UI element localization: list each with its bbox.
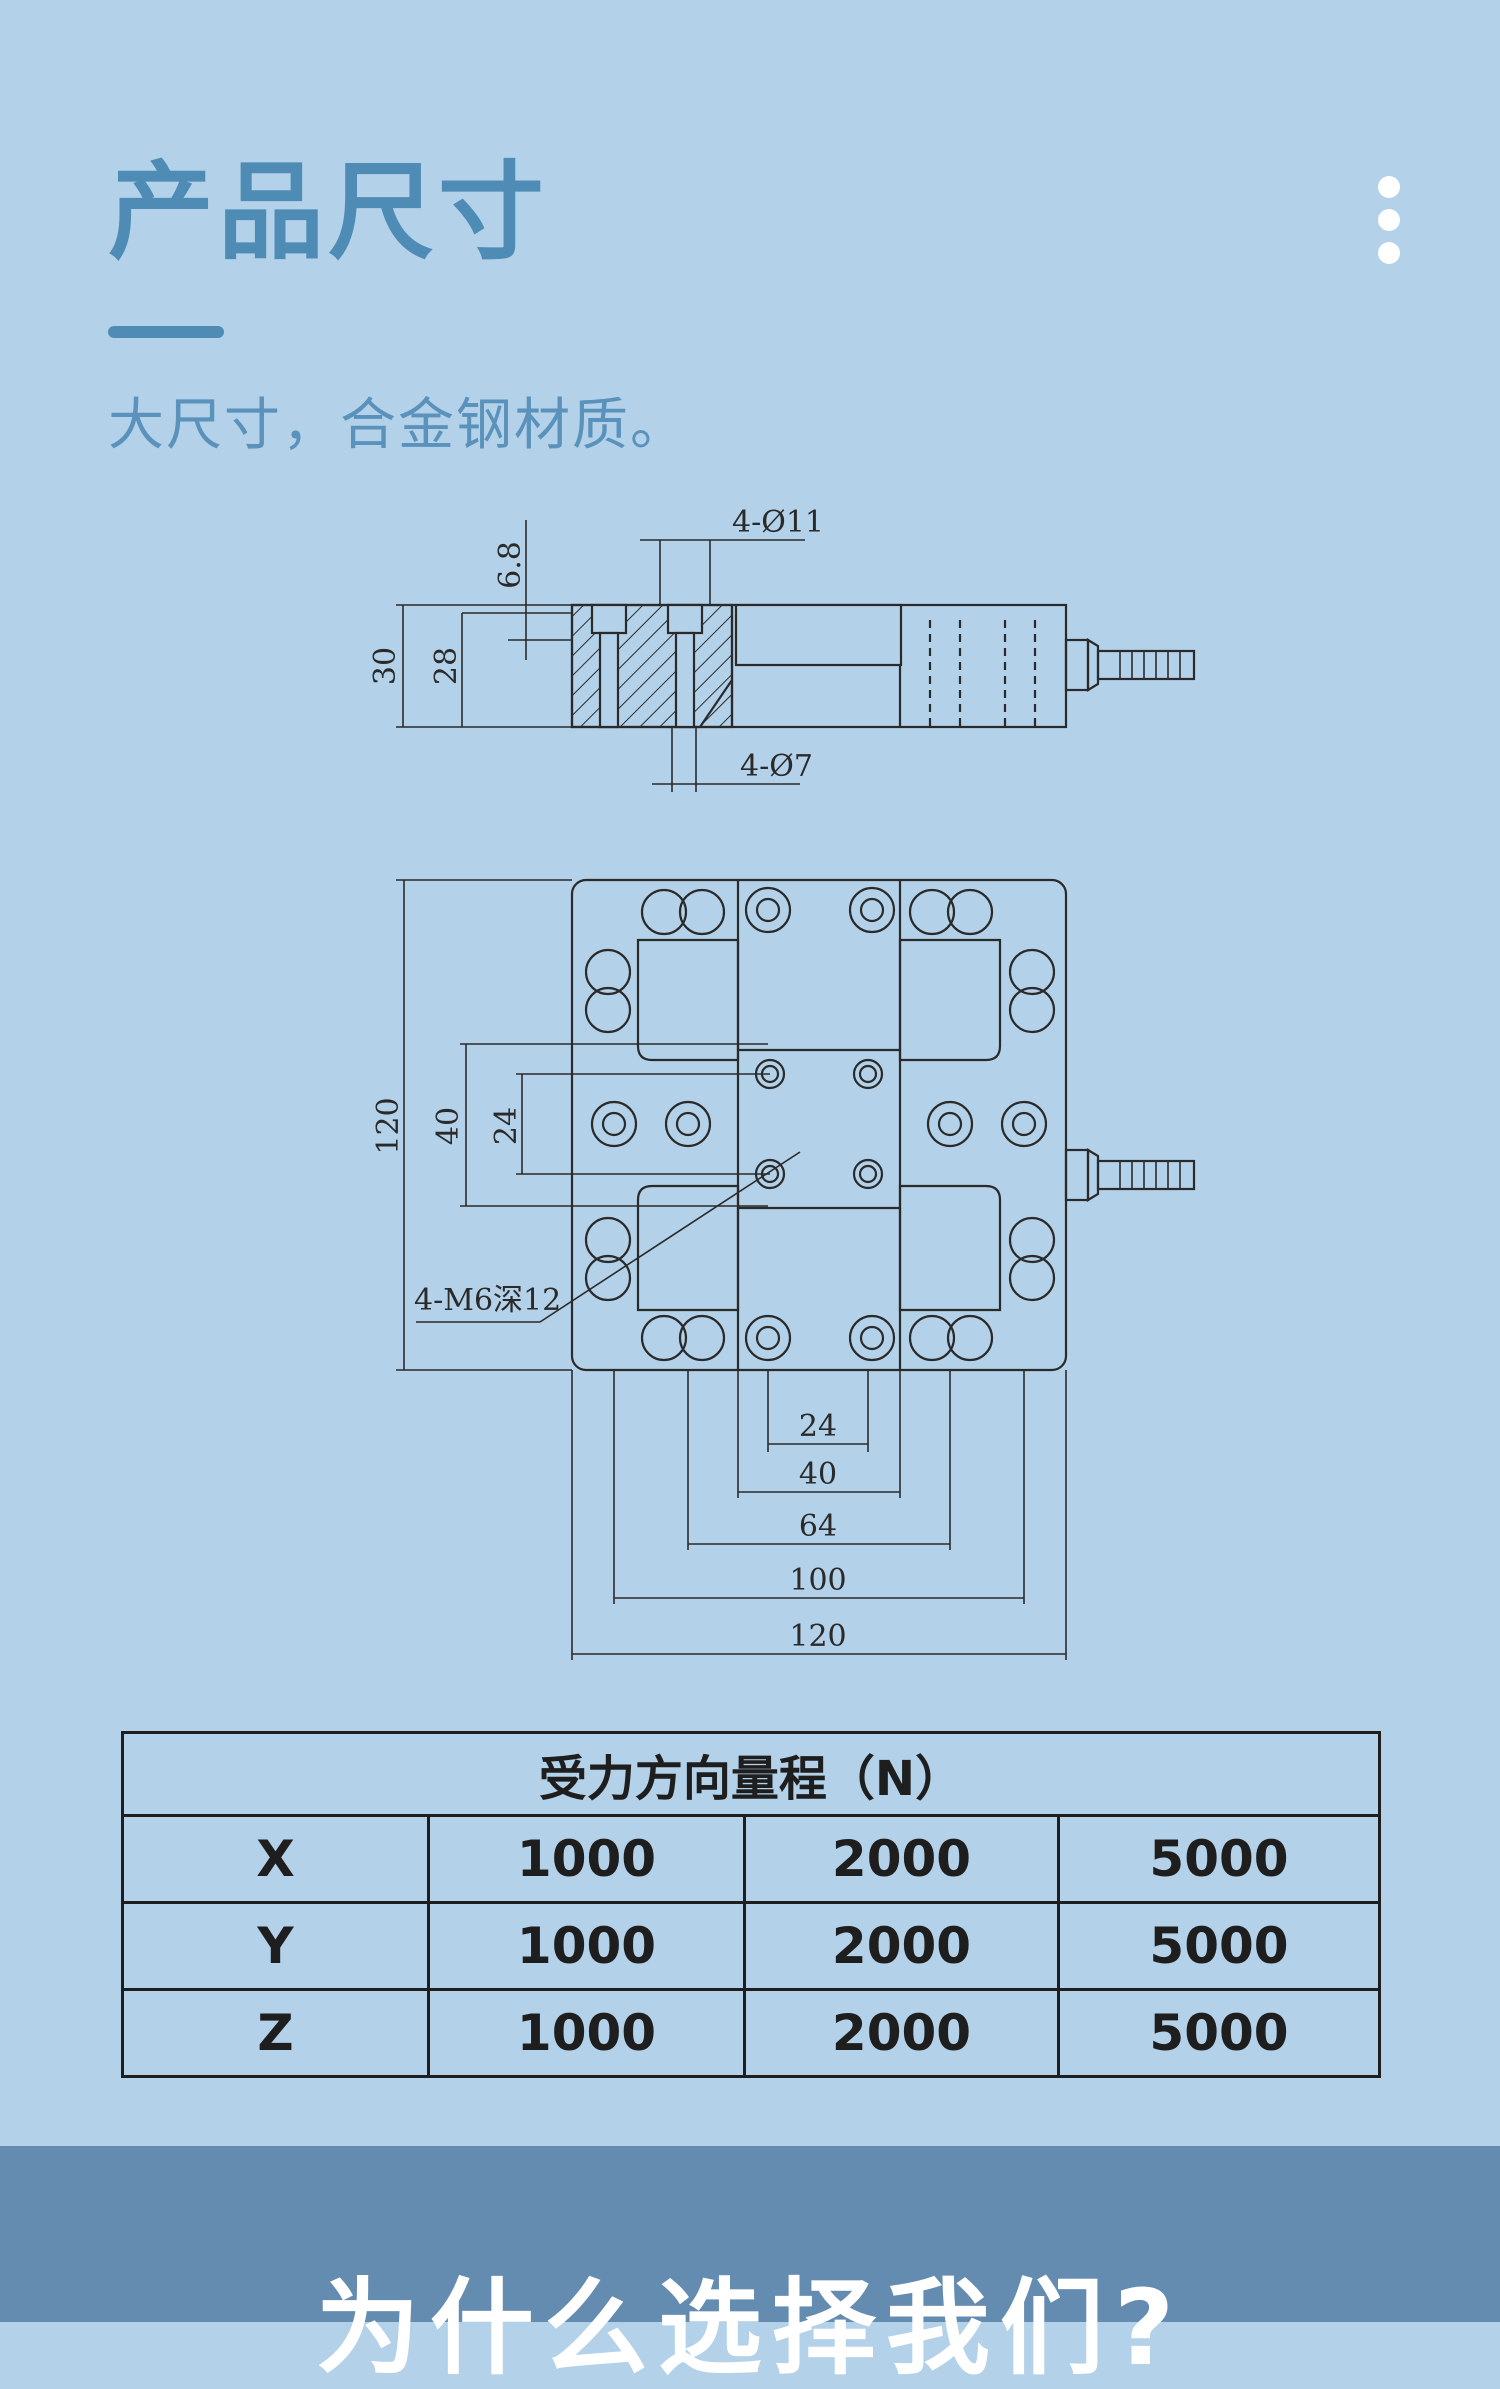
dim-30: 30	[368, 647, 403, 685]
value-cell: 2000	[743, 1814, 1060, 1904]
value-cell: 2000	[743, 1901, 1060, 1991]
dim-120-bottom: 120	[789, 1619, 846, 1654]
more-vertical-icon[interactable]	[1370, 170, 1410, 270]
page-title: 产品尺寸	[108, 151, 548, 274]
dim-64-bottom: 64	[799, 1509, 837, 1544]
value-cell: 5000	[1057, 1988, 1381, 2078]
section-band: 为什么选择我们?	[0, 2146, 1500, 2380]
dim-40-vertical: 40	[431, 1107, 466, 1145]
table-row: X 1000 2000 5000	[121, 1814, 1381, 1904]
axis-cell: Z	[121, 1988, 430, 2078]
axis-cell: Y	[121, 1901, 430, 1991]
dim-40-bottom: 40	[799, 1457, 837, 1492]
value-cell: 2000	[743, 1988, 1060, 2078]
dim-6.8: 6.8	[493, 541, 528, 589]
page-subtitle: 大尺寸，合金钢材质。	[108, 393, 688, 458]
dim-28: 28	[429, 647, 464, 685]
table-header: 受力方向量程（N）	[121, 1731, 1381, 1817]
dim-120-vertical: 120	[371, 1097, 406, 1154]
title-underline	[108, 326, 224, 338]
value-cell: 1000	[427, 1814, 746, 1904]
spec-table: 受力方向量程（N） X 1000 2000 5000 Y 1000 2000 5…	[121, 1731, 1381, 2078]
dim-24-bottom: 24	[799, 1409, 837, 1444]
more-dot	[1378, 242, 1400, 264]
thread-label: 4-M6深12	[414, 1283, 561, 1318]
table-row: Y 1000 2000 5000	[121, 1901, 1381, 1991]
more-dot	[1378, 176, 1400, 198]
top-view	[396, 878, 1196, 1660]
technical-drawing: 6.8 30 28 4-Ø11 4-Ø7	[368, 505, 1196, 1660]
value-cell: 1000	[427, 1988, 746, 2078]
section-title: 为什么选择我们?	[315, 2267, 1185, 2389]
dim-24-vertical: 24	[489, 1107, 524, 1145]
hole-top-label: 4-Ø11	[732, 505, 824, 540]
more-dot	[1378, 209, 1400, 231]
side-view	[396, 520, 1196, 792]
hole-bottom-label: 4-Ø7	[740, 749, 813, 784]
value-cell: 5000	[1057, 1901, 1381, 1991]
plate-outline	[570, 878, 1068, 1372]
table-row: Z 1000 2000 5000	[121, 1988, 1381, 2078]
value-cell: 1000	[427, 1901, 746, 1991]
table-header-row: 受力方向量程（N）	[121, 1731, 1381, 1817]
dim-100-bottom: 100	[789, 1563, 846, 1598]
value-cell: 5000	[1057, 1814, 1381, 1904]
axis-cell: X	[121, 1814, 430, 1904]
